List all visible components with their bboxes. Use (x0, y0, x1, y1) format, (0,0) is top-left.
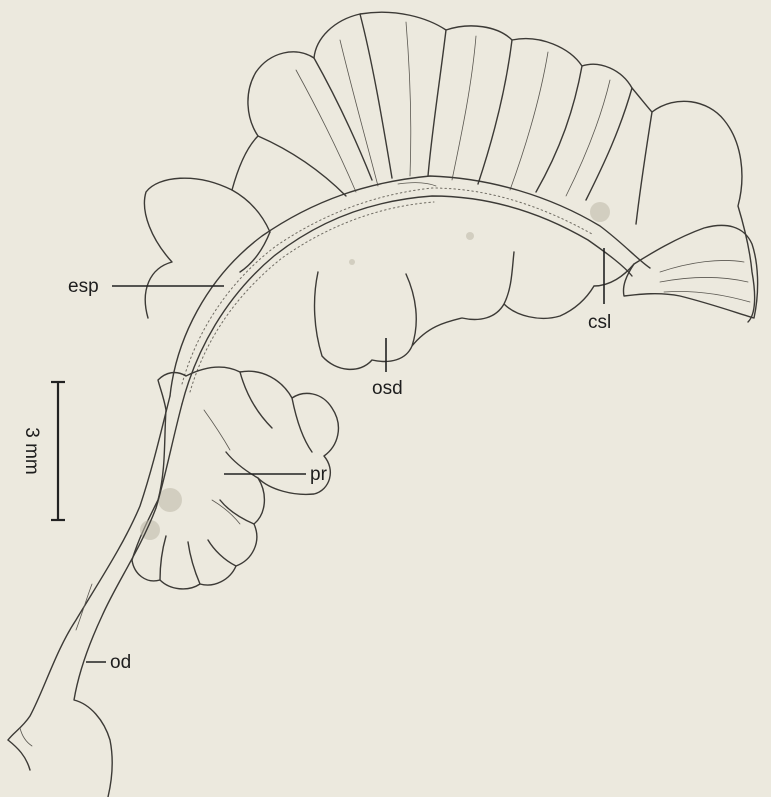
label-csl: csl (588, 312, 611, 333)
label-pr: pr (310, 464, 328, 485)
prostate-pr (132, 367, 338, 589)
glandular-lobes (144, 12, 757, 369)
scale-bar: 3 mm (21, 382, 65, 520)
duct-esp (170, 176, 650, 404)
label-esp: esp (68, 276, 99, 297)
label-osd: osd (372, 378, 403, 399)
label-od: od (110, 652, 131, 673)
scale-bar-label: 3 mm (21, 427, 42, 475)
